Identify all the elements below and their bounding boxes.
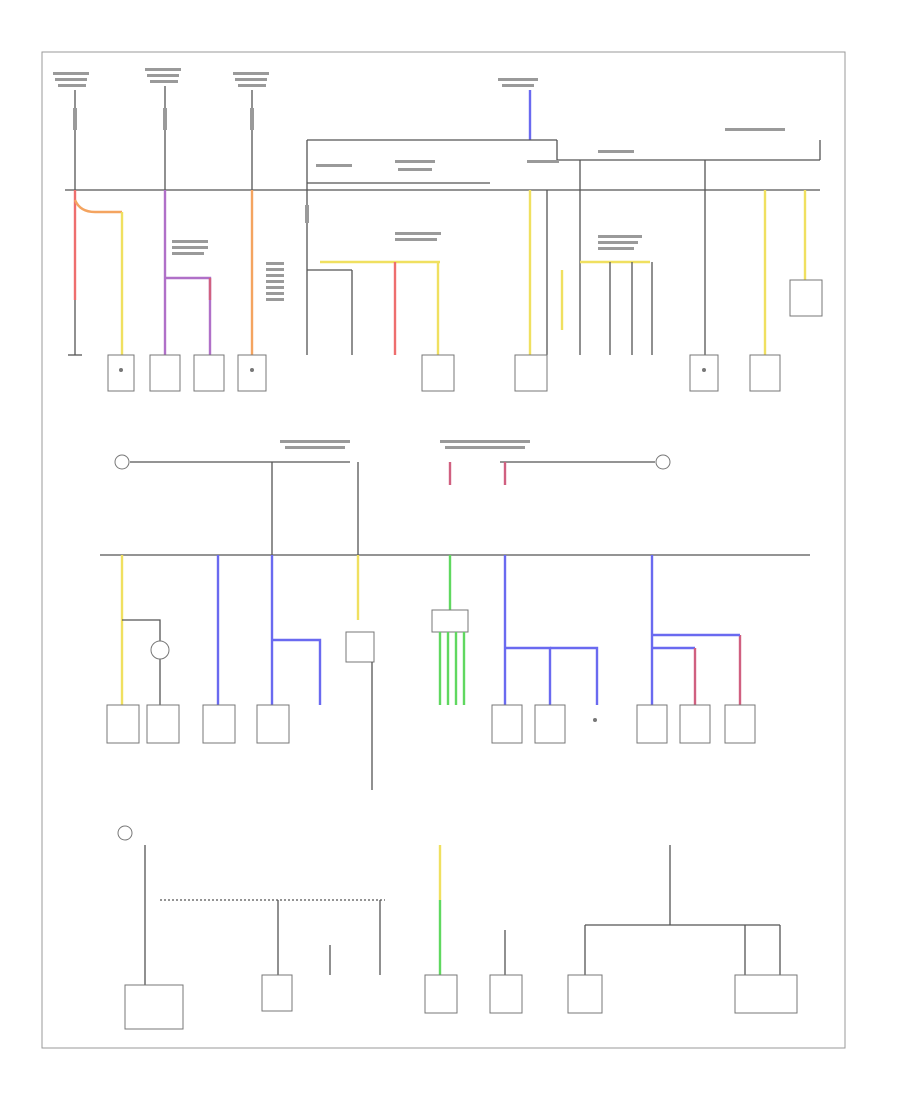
section-top (53, 68, 823, 392)
section-bottom (117, 825, 798, 1030)
power-source-center (498, 78, 538, 140)
power-source-3 (233, 72, 269, 190)
power-source-1 (53, 72, 89, 190)
section-middle (100, 440, 810, 790)
power-source-2 (145, 68, 181, 190)
diagram-frame (41, 51, 846, 1049)
